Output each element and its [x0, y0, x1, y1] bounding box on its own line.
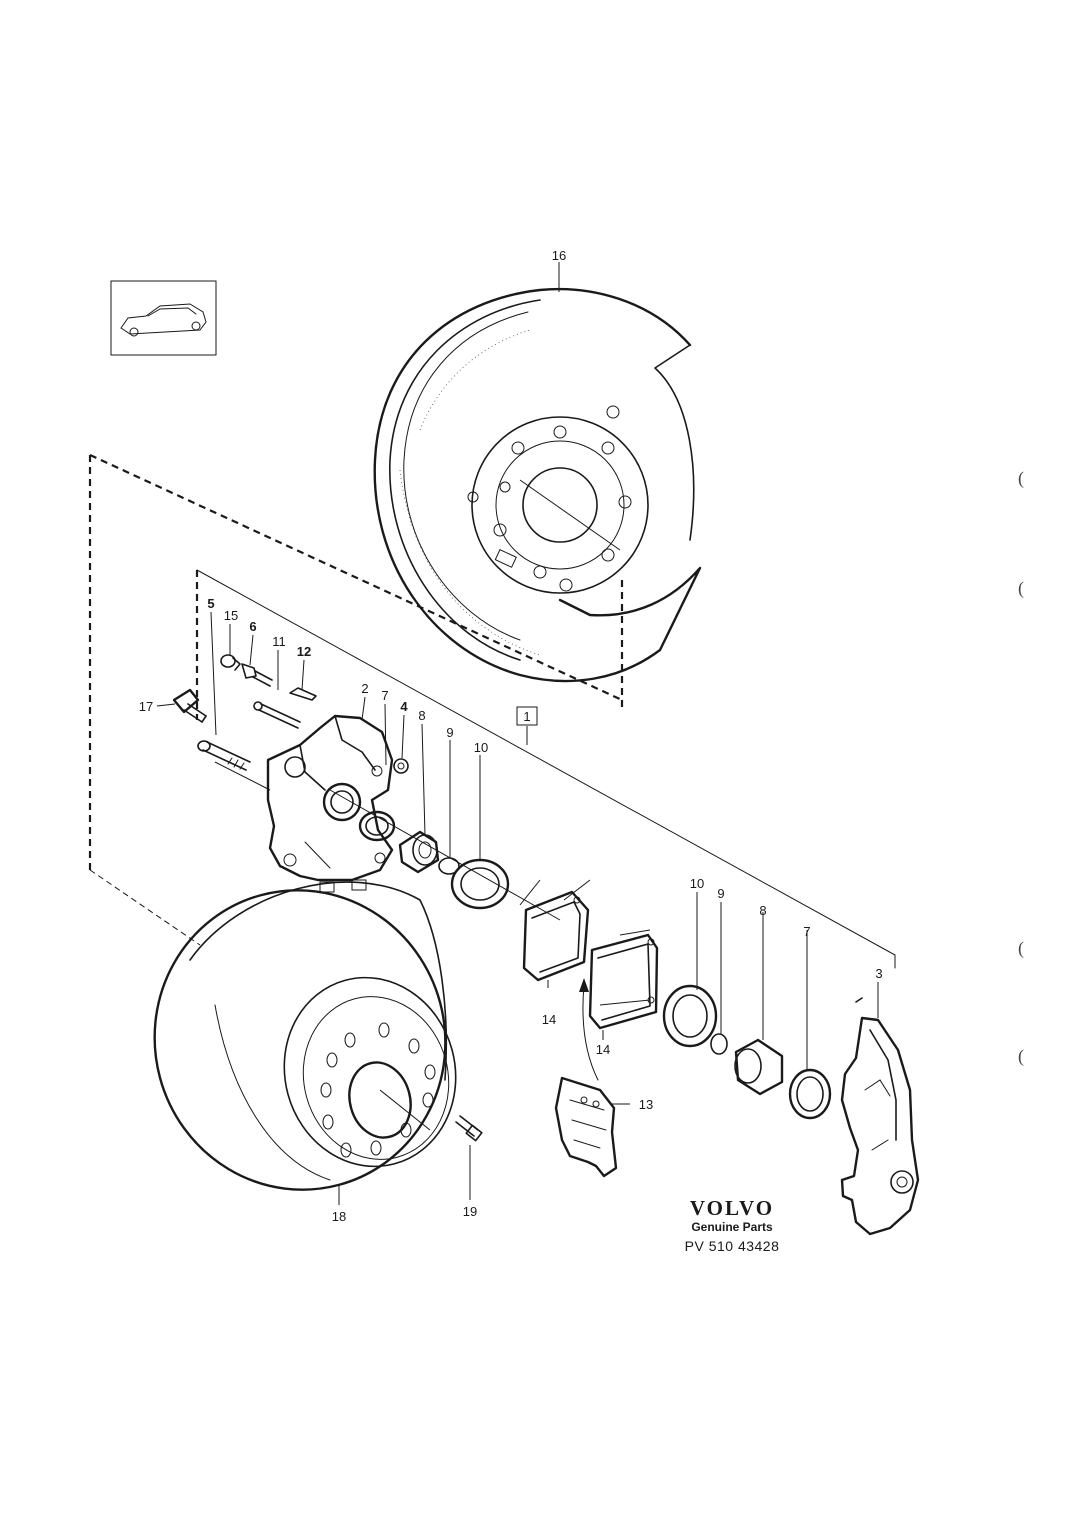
leader-lines: [156, 262, 879, 1205]
callout-10-right: 10: [690, 876, 704, 891]
piston-right: [734, 1038, 784, 1096]
callout-8-right: 8: [759, 903, 766, 918]
bleed-cap: [220, 654, 241, 671]
brake-pad-left: [522, 890, 590, 982]
callout-13: 13: [639, 1097, 653, 1112]
bleed-washer: [393, 758, 409, 774]
anti-rattle-spring: [554, 1076, 618, 1178]
retaining-ring-right: [710, 1033, 728, 1055]
callout-19: 19: [463, 1204, 477, 1219]
dust-boot-right: [662, 984, 718, 1048]
callout-9-left: 9: [446, 725, 453, 740]
callout-2: 2: [361, 681, 368, 696]
callout-14-left: 14: [542, 1012, 556, 1027]
brand-logo: VOLVO: [689, 1196, 775, 1220]
brand-block: VOLVO Genuine Parts PV 510 43428: [672, 1196, 792, 1255]
caliper-bolt: [197, 740, 251, 771]
piston-seal-right: [788, 1068, 832, 1120]
callout-17: 17: [139, 699, 153, 714]
callout-11: 11: [272, 634, 286, 649]
callout-6: 6: [249, 619, 256, 634]
assembly-axes: [214, 479, 651, 1131]
callout-4: 4: [400, 699, 408, 714]
callout-18: 18: [332, 1209, 346, 1224]
dust-boot-left: [450, 858, 510, 910]
callout-7-left: 7: [381, 688, 388, 703]
callout-5: 5: [207, 596, 214, 611]
callout-9-right: 9: [717, 886, 724, 901]
assembly-boundary-outer: [88, 454, 624, 946]
dust-shield: [373, 287, 702, 683]
brake-pad-right: [588, 933, 659, 1030]
brake-disc: [153, 881, 457, 1191]
bleed-nipple: [241, 663, 273, 687]
callout-15: 15: [224, 608, 238, 623]
vehicle-thumbnail: [110, 280, 217, 356]
piston-left: [398, 830, 440, 874]
margin-mark: (: [1018, 468, 1024, 488]
callout-labels: 16 5 15 6 11 12 2 7 4 8 9 10 17 14 14 13…: [139, 248, 883, 1224]
margin-mark: (: [1018, 1046, 1024, 1066]
callout-7-right: 7: [803, 924, 810, 939]
caliper-bracket: [266, 714, 394, 893]
assembly-arrow: [579, 978, 599, 1081]
spring-clip: [289, 687, 317, 701]
callout-14-right: 14: [596, 1042, 610, 1057]
callout-16: 16: [552, 248, 566, 263]
margin-mark: (: [1018, 938, 1024, 958]
callout-3: 3: [875, 966, 882, 981]
disc-locating-screw: [455, 1115, 483, 1142]
callout-10-left: 10: [474, 740, 488, 755]
brand-subtitle: Genuine Parts: [691, 1220, 773, 1234]
guide-bolt: [172, 688, 207, 723]
retaining-pin: [253, 701, 301, 729]
callout-12: 12: [297, 644, 311, 659]
assembly-ref-box: [516, 706, 538, 726]
margin-mark: (: [1018, 578, 1024, 598]
caliper-housing: [840, 997, 920, 1236]
callout-8-left: 8: [418, 708, 425, 723]
assembly-ref-label: 1: [523, 709, 530, 724]
part-code: PV 510 43428: [684, 1238, 780, 1254]
retaining-ring-left: [438, 857, 460, 875]
assembly-boundary-inner: [195, 569, 896, 969]
